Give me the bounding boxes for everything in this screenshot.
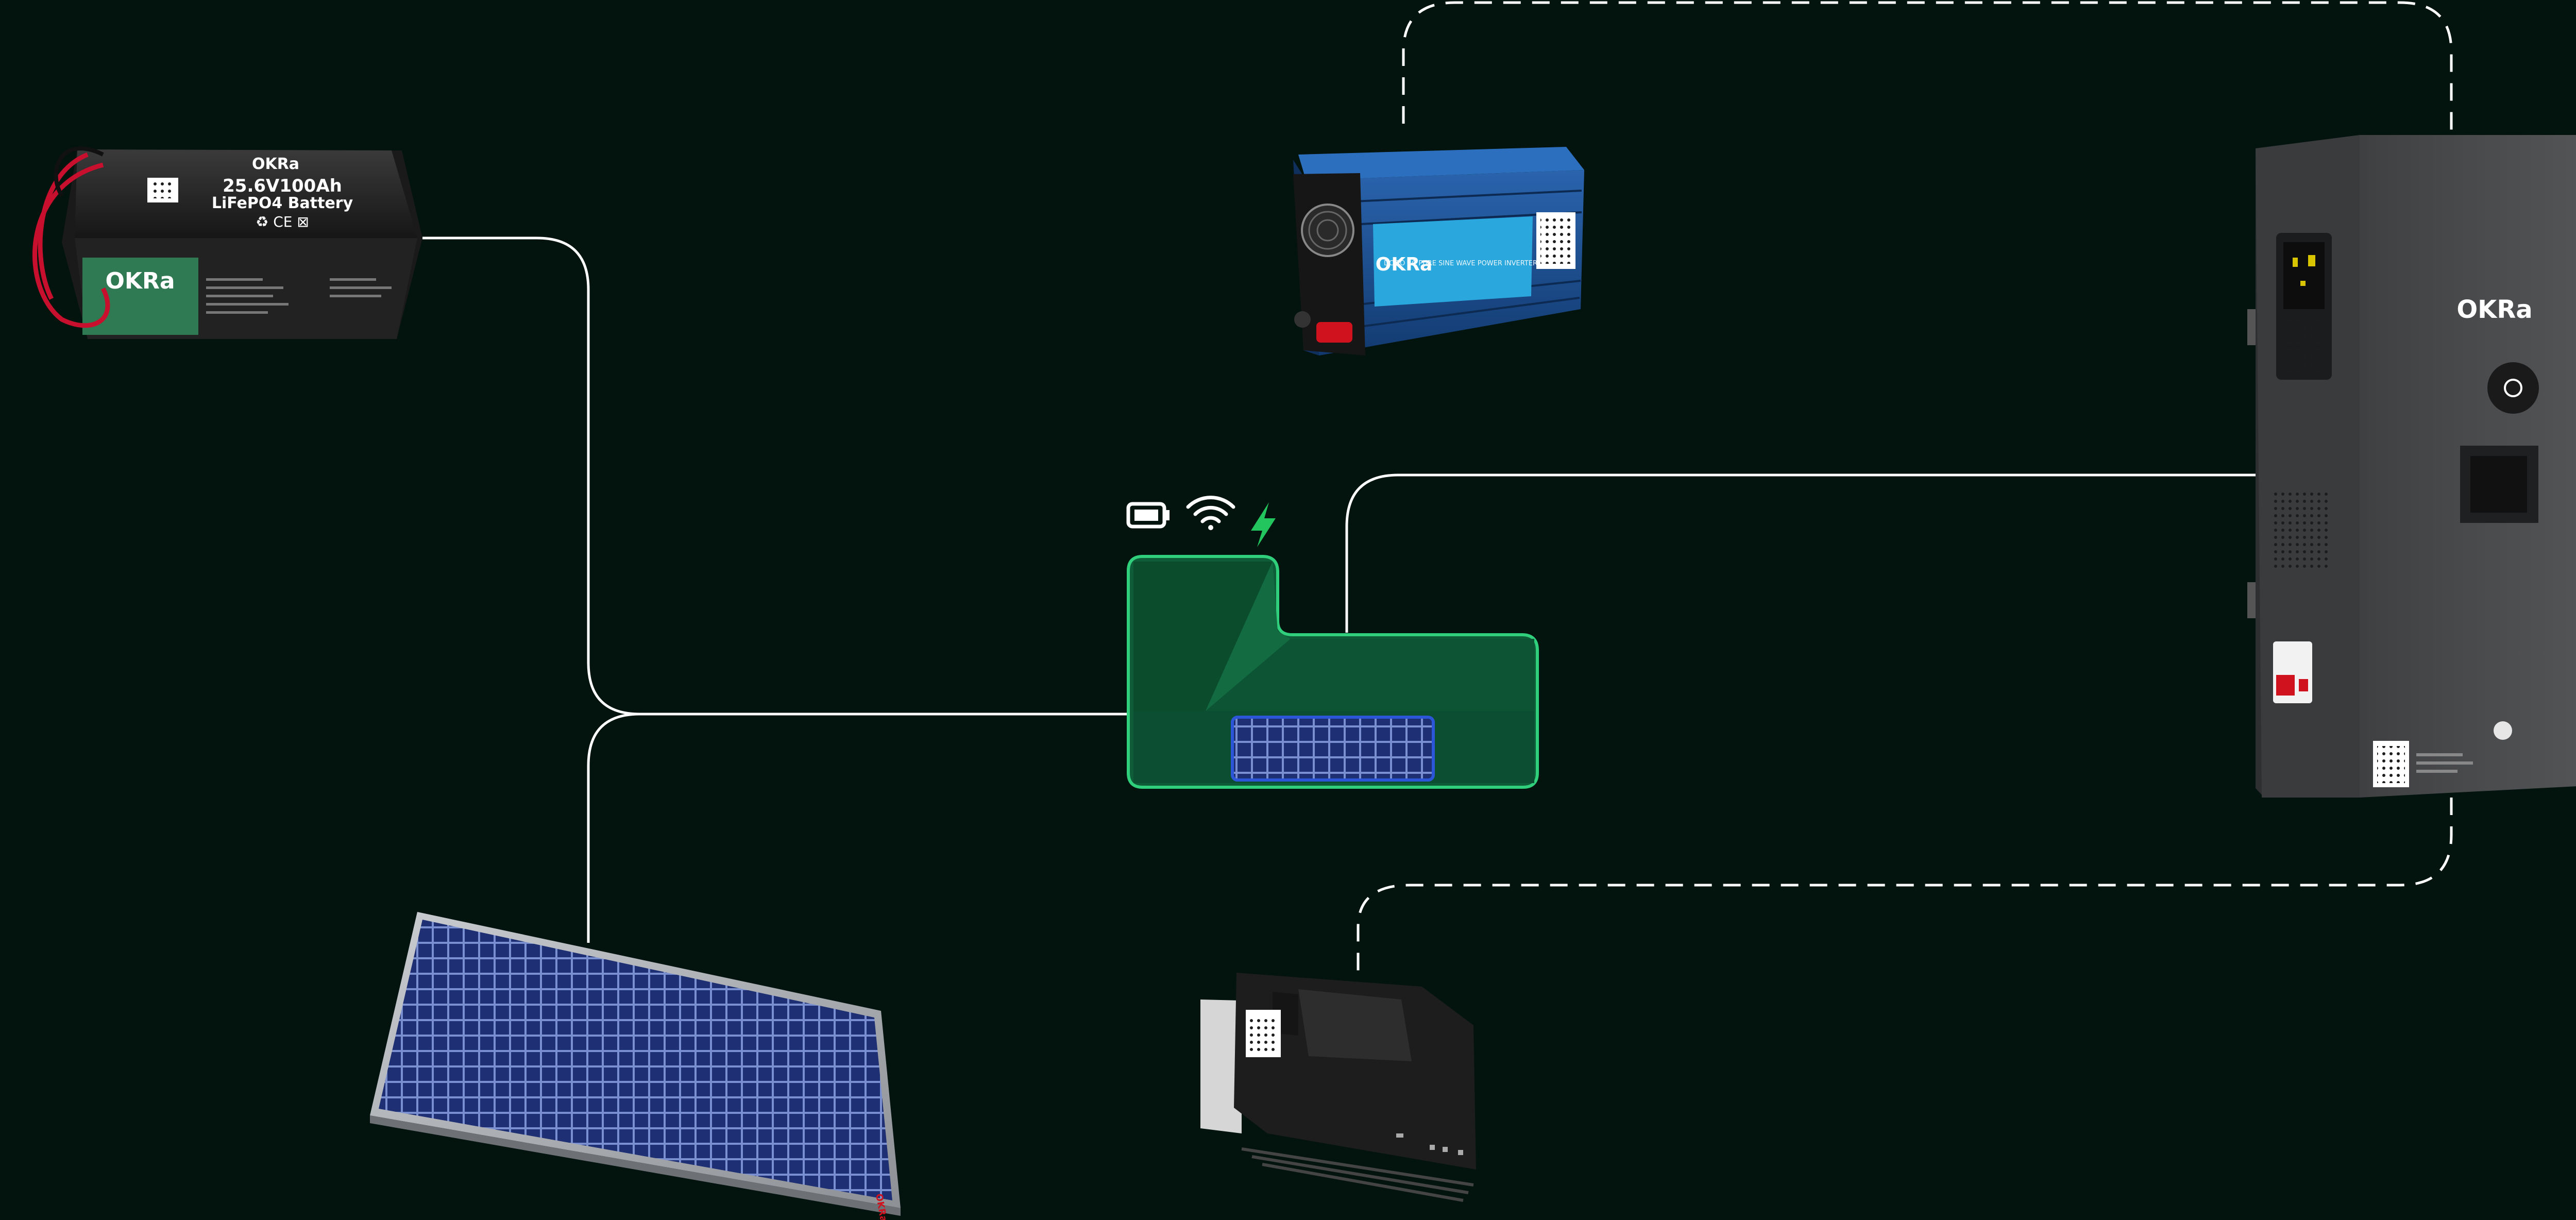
charge-controller	[1200, 973, 1476, 1202]
solar-panel: OKRa	[370, 912, 901, 1220]
controller-mount-bracket	[1200, 999, 1242, 1133]
wire-battery-to-hub	[422, 236, 1128, 716]
wifi-icon	[1186, 496, 1235, 530]
cabinet-lock-icon	[2494, 721, 2512, 740]
wire-solar-to-hub	[587, 713, 640, 943]
hub-status-icons	[1126, 496, 1276, 547]
battery-icon	[1126, 502, 1170, 529]
inverter-brand: OKRa	[1376, 254, 1433, 275]
battery-spec-text-block	[206, 278, 392, 314]
lifepo4-battery: OKRa OKRa 25.6V100Ah LiFePO4 Battery ♻ C…	[32, 146, 422, 339]
dashed-connections	[1357, 1, 2453, 978]
battery-spec-voltage: 25.6V100Ah	[223, 176, 342, 196]
hub-solar-cell-window	[1231, 716, 1435, 782]
lightning-icon	[1251, 502, 1276, 547]
wire-hub-to-cabinet	[1345, 473, 2257, 633]
inverter-switch-icon	[1294, 311, 1311, 328]
battery-red-cables	[32, 152, 110, 328]
okra-control-cabinet: OKRa	[2247, 135, 2576, 798]
dashed-wire-inverter-to-cabinet	[1402, 1, 2453, 135]
dashed-wire-controller-to-cabinet	[1357, 798, 2453, 978]
battery-brand: OKRa	[252, 155, 299, 173]
cabinet-info-text	[2416, 753, 2473, 773]
okra-pod-hub	[1126, 496, 1539, 789]
battery-cert-marks: ♻ CE ⊠	[256, 213, 309, 230]
cabinet-brand: OKRa	[2456, 295, 2532, 324]
inverter-label-panel	[1373, 216, 1533, 307]
controller-heatsink-fins	[1241, 1147, 1474, 1202]
cabinet-indicator-lights	[2293, 255, 2315, 286]
battery-spec-chemistry: LiFePO4 Battery	[212, 194, 353, 212]
cabinet-speaker-grille	[2273, 489, 2332, 572]
battery-black-cables	[54, 146, 104, 197]
controller-terminal-markings	[1396, 1133, 1463, 1155]
battery-side-brand: OKRa	[105, 268, 175, 294]
cabinet-knob-icon	[2487, 362, 2539, 414]
connection-lines	[422, 236, 2257, 943]
inverter-tagline: DC TO AC PURE SINE WAVE POWER INVERTER	[1384, 260, 1537, 267]
red-terminal-icon	[1316, 322, 1352, 343]
power-inverter: OKRa DC TO AC PURE SINE WAVE POWER INVER…	[1293, 147, 1584, 355]
